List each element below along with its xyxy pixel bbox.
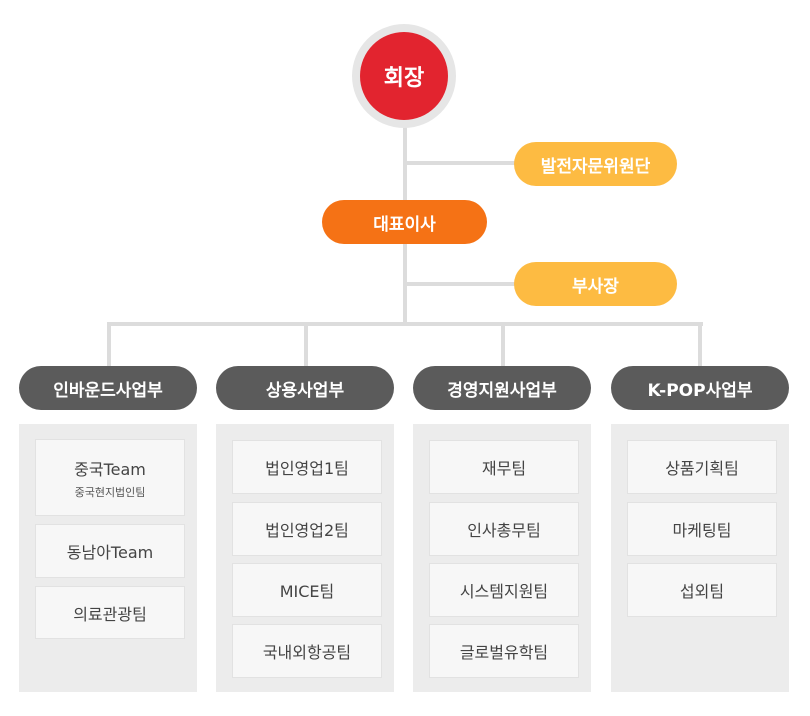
- division-teams-commercial: 법인영업1팀 법인영업2팀 MICE팀 국내외항공팀: [216, 424, 394, 692]
- division-head-management: 경영지원사업부: [413, 366, 591, 410]
- team-label: 의료관광팀: [73, 604, 147, 624]
- division-head-kpop: K-POP사업부: [611, 366, 789, 410]
- division-head-inbound: 인바운드사업부: [19, 366, 197, 410]
- team-box: 마케팅팀: [627, 502, 777, 556]
- team-sublabel: 중국현지법인팀: [74, 485, 146, 499]
- team-box: 인사총무팀: [429, 502, 579, 556]
- division-teams-inbound: 중국Team 중국현지법인팀 동남아Team 의료관광팀: [19, 424, 197, 692]
- team-box: 국내외항공팀: [232, 624, 382, 678]
- team-box: MICE팀: [232, 563, 382, 617]
- team-box: 의료관광팀: [35, 586, 185, 639]
- advisor-node: 발전자문위원단: [514, 142, 677, 186]
- division-teams-management: 재무팀 인사총무팀 시스템지원팀 글로벌유학팀: [413, 424, 591, 692]
- team-label: 동남아Team: [66, 543, 154, 562]
- team-label: 중국Team: [74, 459, 146, 479]
- team-box: 법인영업1팀: [232, 440, 382, 494]
- division-head-label: K-POP사업부: [647, 380, 753, 401]
- connector-division-4: [698, 322, 702, 368]
- team-label: 국내외항공팀: [262, 643, 352, 662]
- team-box: 섭외팀: [627, 563, 777, 617]
- division-head-label: 상용사업부: [265, 380, 345, 401]
- representative-node: 대표이사: [322, 200, 487, 244]
- team-label: 법인영업1팀: [265, 459, 349, 478]
- connector-division-1: [107, 322, 111, 368]
- team-label: 법인영업2팀: [265, 521, 349, 540]
- team-box: 시스템지원팀: [429, 563, 579, 617]
- division-head-label: 인바운드사업부: [53, 380, 163, 401]
- division-head-commercial: 상용사업부: [216, 366, 394, 410]
- team-label: 마케팅팀: [672, 521, 732, 540]
- advisor-label: 발전자문위원단: [540, 156, 651, 177]
- team-label: 상품기획팀: [665, 459, 739, 478]
- team-label: 재무팀: [481, 459, 527, 478]
- team-box: 동남아Team: [35, 524, 185, 578]
- ceo-node: 회장: [360, 32, 448, 120]
- connector-division-2: [304, 322, 308, 368]
- team-label: 인사총무팀: [467, 521, 541, 540]
- team-box: 법인영업2팀: [232, 502, 382, 556]
- division-teams-kpop: 상품기획팀 마케팅팀 섭외팀: [611, 424, 789, 692]
- team-label: 글로벌유학팀: [459, 643, 549, 662]
- team-box: 재무팀: [429, 440, 579, 494]
- connector-advisor-branch: [403, 161, 515, 165]
- connector-division-3: [501, 322, 505, 368]
- representative-label: 대표이사: [373, 214, 436, 235]
- team-label: MICE팀: [279, 582, 335, 601]
- team-box: 중국Team 중국현지법인팀: [35, 439, 185, 516]
- team-box: 상품기획팀: [627, 440, 777, 494]
- team-box: 글로벌유학팀: [429, 624, 579, 678]
- connector-division-bar: [107, 322, 703, 326]
- vice-president-label: 부사장: [572, 276, 619, 297]
- connector-vice-branch: [403, 282, 515, 286]
- division-head-label: 경영지원사업부: [447, 380, 557, 401]
- vice-president-node: 부사장: [514, 262, 677, 306]
- team-label: 시스템지원팀: [459, 582, 549, 601]
- team-label: 섭외팀: [679, 582, 725, 601]
- ceo-label: 회장: [383, 66, 425, 91]
